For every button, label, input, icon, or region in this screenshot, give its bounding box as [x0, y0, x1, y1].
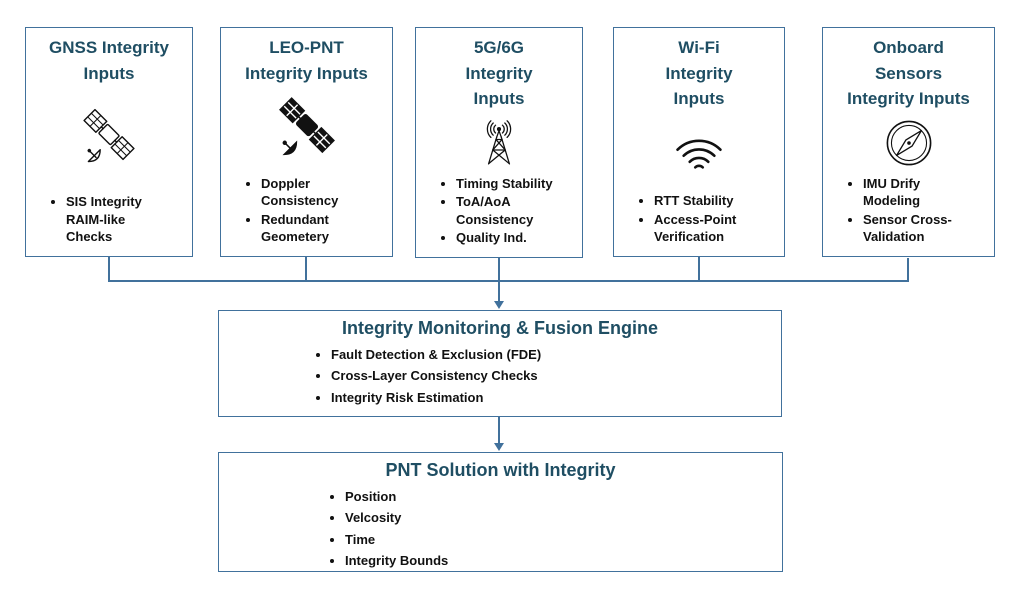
- fusion-engine-box: Integrity Monitoring & Fusion Engine Fau…: [218, 310, 782, 417]
- bullet-item: Fault Detection & Exclusion (FDE): [331, 346, 781, 364]
- bullet-item: RTT Stability: [654, 192, 758, 210]
- input-box-wifi: Wi-Fi Integrity Inputs RTT Stability Acc…: [613, 27, 785, 257]
- box-title-gnss: GNSS Integrity Inputs: [49, 35, 169, 86]
- title-line: Onboard: [873, 38, 944, 57]
- title-line: Inputs: [83, 63, 135, 83]
- bullet-item: Redundant Geometery: [261, 211, 365, 246]
- bullet-item: Time: [345, 531, 782, 549]
- title-line: Sensors: [874, 63, 943, 83]
- connector-stub-gnss: [108, 257, 110, 282]
- title-line: GNSS Integrity: [49, 38, 169, 57]
- bullet-item: Integrity Risk Estimation: [331, 389, 781, 407]
- connector-line-to-fusion: [498, 258, 500, 303]
- box-title-leo-pnt: LEO-PNT Integrity Inputs: [245, 35, 368, 86]
- gnss-satellite-icon: [77, 86, 141, 192]
- box-title-5g6g: 5G/6G Integrity Inputs: [465, 35, 532, 112]
- input-box-5g6g: 5G/6G Integrity Inputs: [415, 27, 583, 258]
- title-line: Integrity: [665, 63, 733, 83]
- title-line: Inputs: [473, 89, 525, 108]
- bullet-item: SIS Integrity RAIM-like Checks: [66, 193, 170, 246]
- title-line: Wi-Fi: [678, 38, 720, 57]
- bullet-list-fusion: Fault Detection & Exclusion (FDE) Cross-…: [219, 346, 781, 410]
- title-line: 5G/6G: [473, 38, 525, 57]
- bullet-item: Quality Ind.: [456, 229, 560, 247]
- compass-icon: [882, 112, 936, 174]
- connector-bus: [108, 280, 909, 282]
- input-box-onboard-sensors: Onboard Sensors Integrity Inputs IMU Dri…: [822, 27, 995, 257]
- bullet-item: Velcosity: [345, 509, 782, 527]
- bullet-item: Doppler Consistency: [261, 175, 365, 210]
- fusion-engine-title: Integrity Monitoring & Fusion Engine: [342, 318, 658, 338]
- title-line: Integrity Inputs: [245, 63, 368, 83]
- arrow-to-pnt-solution: [494, 443, 504, 451]
- bullet-list-onboard-sensors: IMU Drify Modeling Sensor Cross-Validati…: [837, 174, 967, 247]
- bullet-item: Cross-Layer Consistency Checks: [331, 367, 781, 385]
- bullet-item: Timing Stability: [456, 175, 560, 193]
- bullet-item: Integrity Bounds: [345, 552, 782, 570]
- input-box-gnss: GNSS Integrity Inputs: [25, 27, 193, 257]
- bullet-item: IMU Drify Modeling: [863, 175, 967, 210]
- bullet-list-pnt: Position Velcosity Time Integrity Bounds: [219, 488, 782, 573]
- wifi-icon: [666, 112, 732, 192]
- bullet-item: Access-Point Verification: [654, 211, 758, 246]
- bullet-item: Sensor Cross-Validation: [863, 211, 967, 246]
- connector-line-to-pnt: [498, 417, 500, 444]
- box-title-wifi: Wi-Fi Integrity Inputs: [665, 35, 732, 112]
- connector-stub-leo-pnt: [305, 257, 307, 282]
- bullet-list-gnss: SIS Integrity RAIM-like Checks: [40, 192, 170, 247]
- connector-stub-onboard-sensors: [907, 258, 909, 282]
- title-line: Inputs: [673, 89, 725, 108]
- leo-satellite-icon: [272, 86, 342, 174]
- box-title-onboard-sensors: Onboard Sensors Integrity Inputs: [847, 35, 970, 112]
- title-line: LEO-PNT: [269, 38, 344, 57]
- pnt-solution-box: PNT Solution with Integrity Position Vel…: [218, 452, 783, 572]
- title-line: Integrity: [465, 63, 533, 83]
- pnt-solution-title: PNT Solution with Integrity: [385, 460, 616, 480]
- bullet-list-leo-pnt: Doppler Consistency Redundant Geometery: [235, 174, 365, 247]
- input-box-leo-pnt: LEO-PNT Integrity Inputs: [220, 27, 393, 257]
- bullet-item: ToA/AoA Consistency: [456, 193, 560, 228]
- connector-stub-wifi: [698, 257, 700, 282]
- bullet-list-5g6g: Timing Stability ToA/AoA Consistency Qua…: [430, 174, 560, 248]
- arrow-to-fusion-engine: [494, 301, 504, 309]
- title-line: Integrity Inputs: [847, 89, 970, 108]
- bullet-item: Position: [345, 488, 782, 506]
- bullet-list-wifi: RTT Stability Access-Point Verification: [628, 191, 758, 247]
- cell-tower-icon: [470, 112, 528, 174]
